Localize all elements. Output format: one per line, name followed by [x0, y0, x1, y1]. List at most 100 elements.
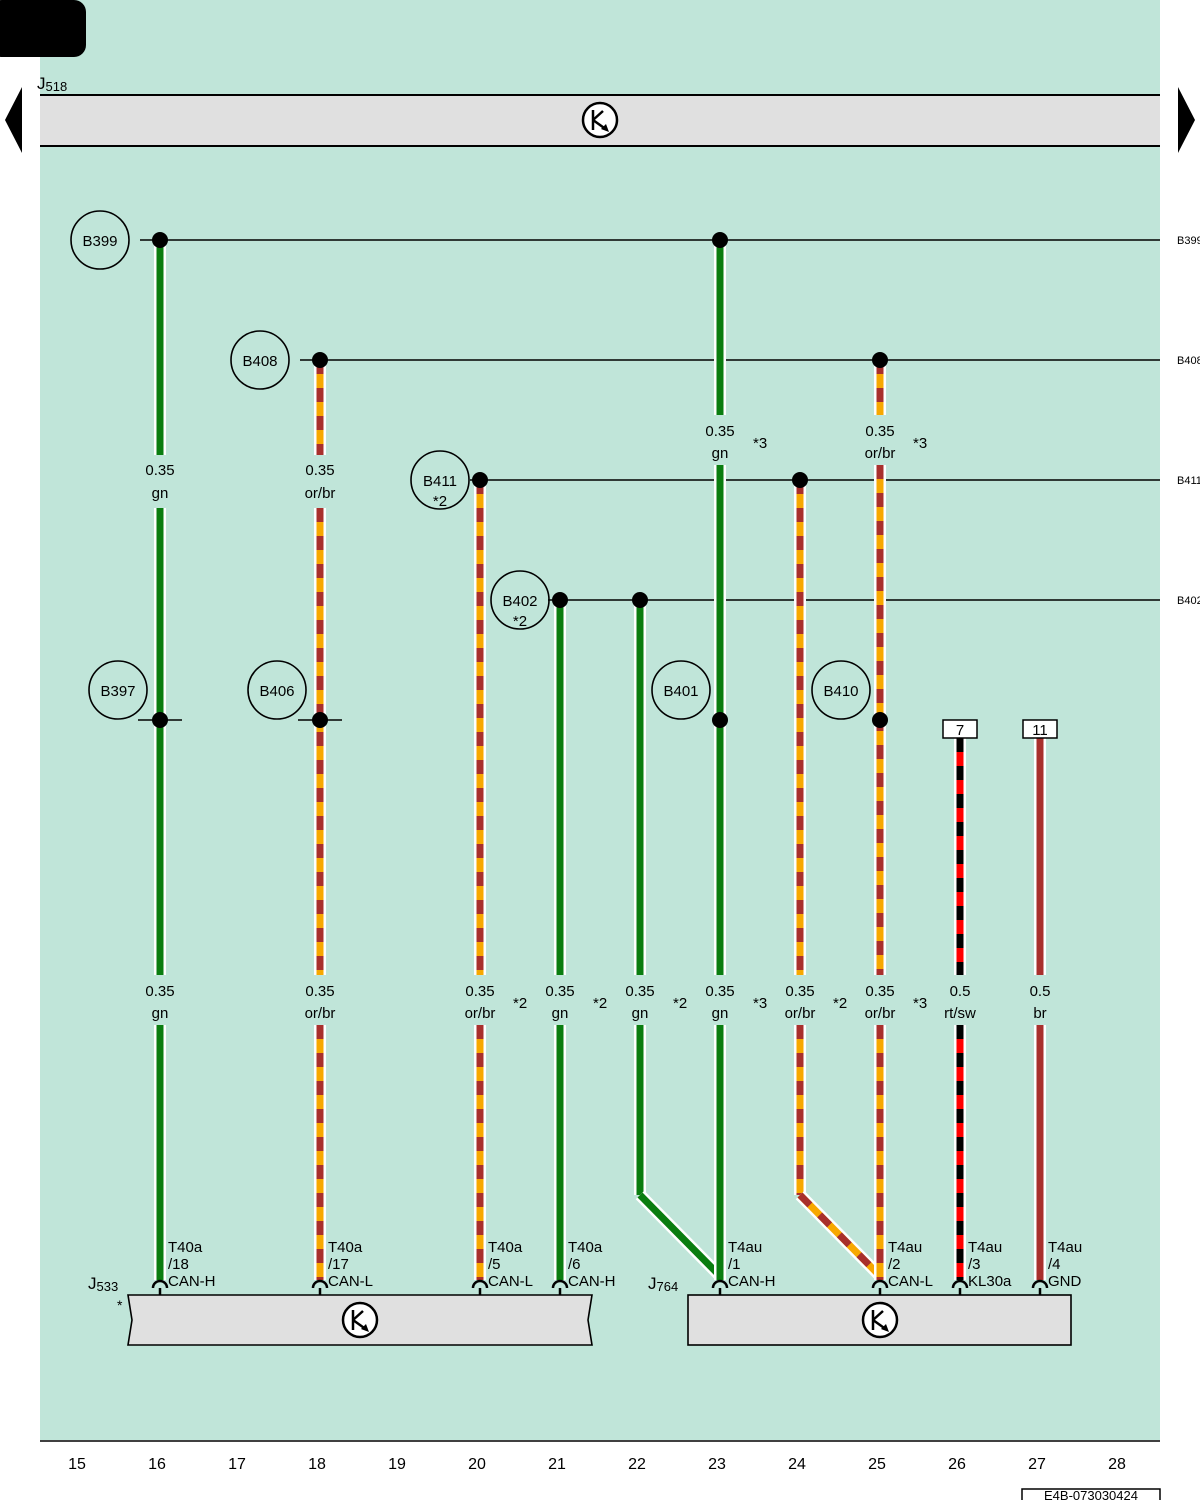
triangle-right-icon[interactable]: [1178, 87, 1195, 153]
wire-label-w25: 0.35 or/br *3: [865, 983, 928, 1022]
svg-text:0.35: 0.35: [145, 983, 174, 1000]
pin-label-j764-1[interactable]: T4au /1 CAN-H: [728, 1239, 776, 1290]
wire-w22: [637, 1192, 723, 1279]
pin-label-j764-2[interactable]: T4au /2 CAN-L: [888, 1239, 933, 1290]
svg-text:B402: B402: [502, 593, 537, 610]
pin-connector-icon: [871, 1279, 889, 1295]
pin-label-j533-5[interactable]: T40a /5 CAN-L: [488, 1239, 533, 1290]
svg-text:T4au: T4au: [888, 1239, 922, 1256]
svg-text:*3: *3: [753, 435, 767, 452]
svg-text:gn: gn: [632, 1005, 649, 1022]
column-number: 21: [548, 1456, 566, 1473]
pin-connector-icon: [1031, 1279, 1049, 1295]
splice-dot: [472, 472, 488, 488]
svg-text:*2: *2: [673, 995, 687, 1012]
connector-box-7[interactable]: 7: [942, 719, 978, 739]
svg-text:CAN-H: CAN-H: [568, 1273, 616, 1290]
splice-dots: [152, 232, 888, 728]
pin-label-j533-17[interactable]: T40a /17 CAN-L: [328, 1239, 373, 1290]
component-label-j518: J518: [37, 74, 67, 94]
column-number: 25: [868, 1456, 886, 1473]
wire-label-w16: 0.35 gn: [145, 983, 174, 1022]
control-unit-symbol-icon: [861, 1301, 899, 1339]
svg-text:gn: gn: [552, 1005, 569, 1022]
wire-label-w23-upper: 0.35 gn *3: [705, 423, 767, 462]
splice-b406[interactable]: B406: [247, 660, 307, 720]
svg-text:0.35: 0.35: [465, 983, 494, 1000]
splice-dot: [712, 232, 728, 248]
svg-text:0.35: 0.35: [865, 983, 894, 1000]
wire-label-w18-upper: 0.35 or/br: [305, 462, 336, 502]
svg-text:GND: GND: [1048, 1273, 1082, 1290]
svg-text:CAN-L: CAN-L: [888, 1273, 933, 1290]
wire-label-w24: 0.35 or/br *2: [785, 983, 848, 1022]
splice-b397[interactable]: B397: [88, 660, 148, 720]
column-number: 16: [148, 1456, 166, 1473]
svg-text:or/br: or/br: [465, 1005, 496, 1022]
svg-text:0.35: 0.35: [625, 983, 654, 1000]
svg-text:*3: *3: [753, 995, 767, 1012]
column-number: 27: [1028, 1456, 1046, 1473]
splice-dot: [312, 352, 328, 368]
pin-label-j764-3[interactable]: T4au /3 KL30a: [968, 1239, 1012, 1290]
splice-b402[interactable]: B402 *2: [490, 570, 550, 630]
pin-label-j533-18[interactable]: T40a /18 CAN-H: [168, 1239, 216, 1290]
svg-text:B410: B410: [823, 683, 858, 700]
svg-text:or/br: or/br: [305, 1005, 336, 1022]
splice-dot: [552, 592, 568, 608]
pin-label-j764-4[interactable]: T4au /4 GND: [1048, 1239, 1082, 1290]
svg-text:0.35: 0.35: [305, 462, 334, 479]
component-j533[interactable]: [127, 1294, 593, 1346]
pin-label-j533-6[interactable]: T40a /6 CAN-H: [568, 1239, 616, 1290]
wire-label-w23: 0.35 gn *3: [705, 983, 767, 1022]
column-number: 17: [228, 1456, 246, 1473]
svg-text:B399: B399: [82, 233, 117, 250]
svg-text:gn: gn: [712, 1005, 729, 1022]
svg-text:T40a: T40a: [488, 1239, 523, 1256]
pin-connector-icon: [551, 1279, 569, 1295]
svg-text:E4B-073030424: E4B-073030424: [1044, 1488, 1138, 1500]
svg-text:0.35: 0.35: [305, 983, 334, 1000]
splice-dot: [872, 352, 888, 368]
svg-text:or/br: or/br: [785, 1005, 816, 1022]
wire-label-w26: 0.5 rt/sw: [944, 983, 976, 1022]
component-j764[interactable]: [687, 1294, 1072, 1346]
page-tab[interactable]: [0, 0, 86, 57]
connector-box-11[interactable]: 11: [1022, 719, 1058, 739]
splice-b399[interactable]: B399: [70, 210, 130, 270]
pin-connector-icon: [311, 1279, 329, 1295]
column-number: 18: [308, 1456, 326, 1473]
component-label-j764: J764: [648, 1274, 678, 1294]
svg-text:gn: gn: [712, 445, 729, 462]
wire-label-w21: 0.35 gn *2: [545, 983, 607, 1022]
svg-text:gn: gn: [152, 485, 169, 502]
svg-text:T4au: T4au: [1048, 1239, 1082, 1256]
svg-text:7: 7: [956, 722, 964, 739]
svg-text:0.5: 0.5: [950, 983, 971, 1000]
bus-ref-b408: B408: [1177, 355, 1200, 367]
splice-b411[interactable]: B411 *2: [410, 450, 470, 510]
splice-b401[interactable]: B401: [651, 660, 711, 720]
splice-dot: [632, 592, 648, 608]
wire-label-w18: 0.35 or/br: [305, 983, 336, 1022]
svg-text:*3: *3: [913, 435, 927, 452]
svg-text:KL30a: KL30a: [968, 1273, 1012, 1290]
splice-dot: [152, 712, 168, 728]
splice-b408[interactable]: B408: [230, 330, 290, 390]
svg-text:or/br: or/br: [305, 485, 336, 502]
svg-text:B408: B408: [242, 353, 277, 370]
svg-text:B397: B397: [100, 683, 135, 700]
component-label-j533: J533: [88, 1274, 118, 1294]
svg-text:or/br: or/br: [865, 1005, 896, 1022]
triangle-left-icon[interactable]: [5, 87, 22, 153]
svg-text:T4au: T4au: [968, 1239, 1002, 1256]
wire-label-w25-upper: 0.35 or/br *3: [865, 423, 928, 462]
svg-text:0.35: 0.35: [705, 423, 734, 440]
svg-text:/4: /4: [1048, 1256, 1061, 1273]
column-number: 26: [948, 1456, 966, 1473]
component-j518[interactable]: [40, 94, 1160, 147]
footer-reference: E4B-073030424: [1021, 1488, 1161, 1500]
svg-text:CAN-L: CAN-L: [488, 1273, 533, 1290]
splice-b410[interactable]: B410: [811, 660, 871, 720]
